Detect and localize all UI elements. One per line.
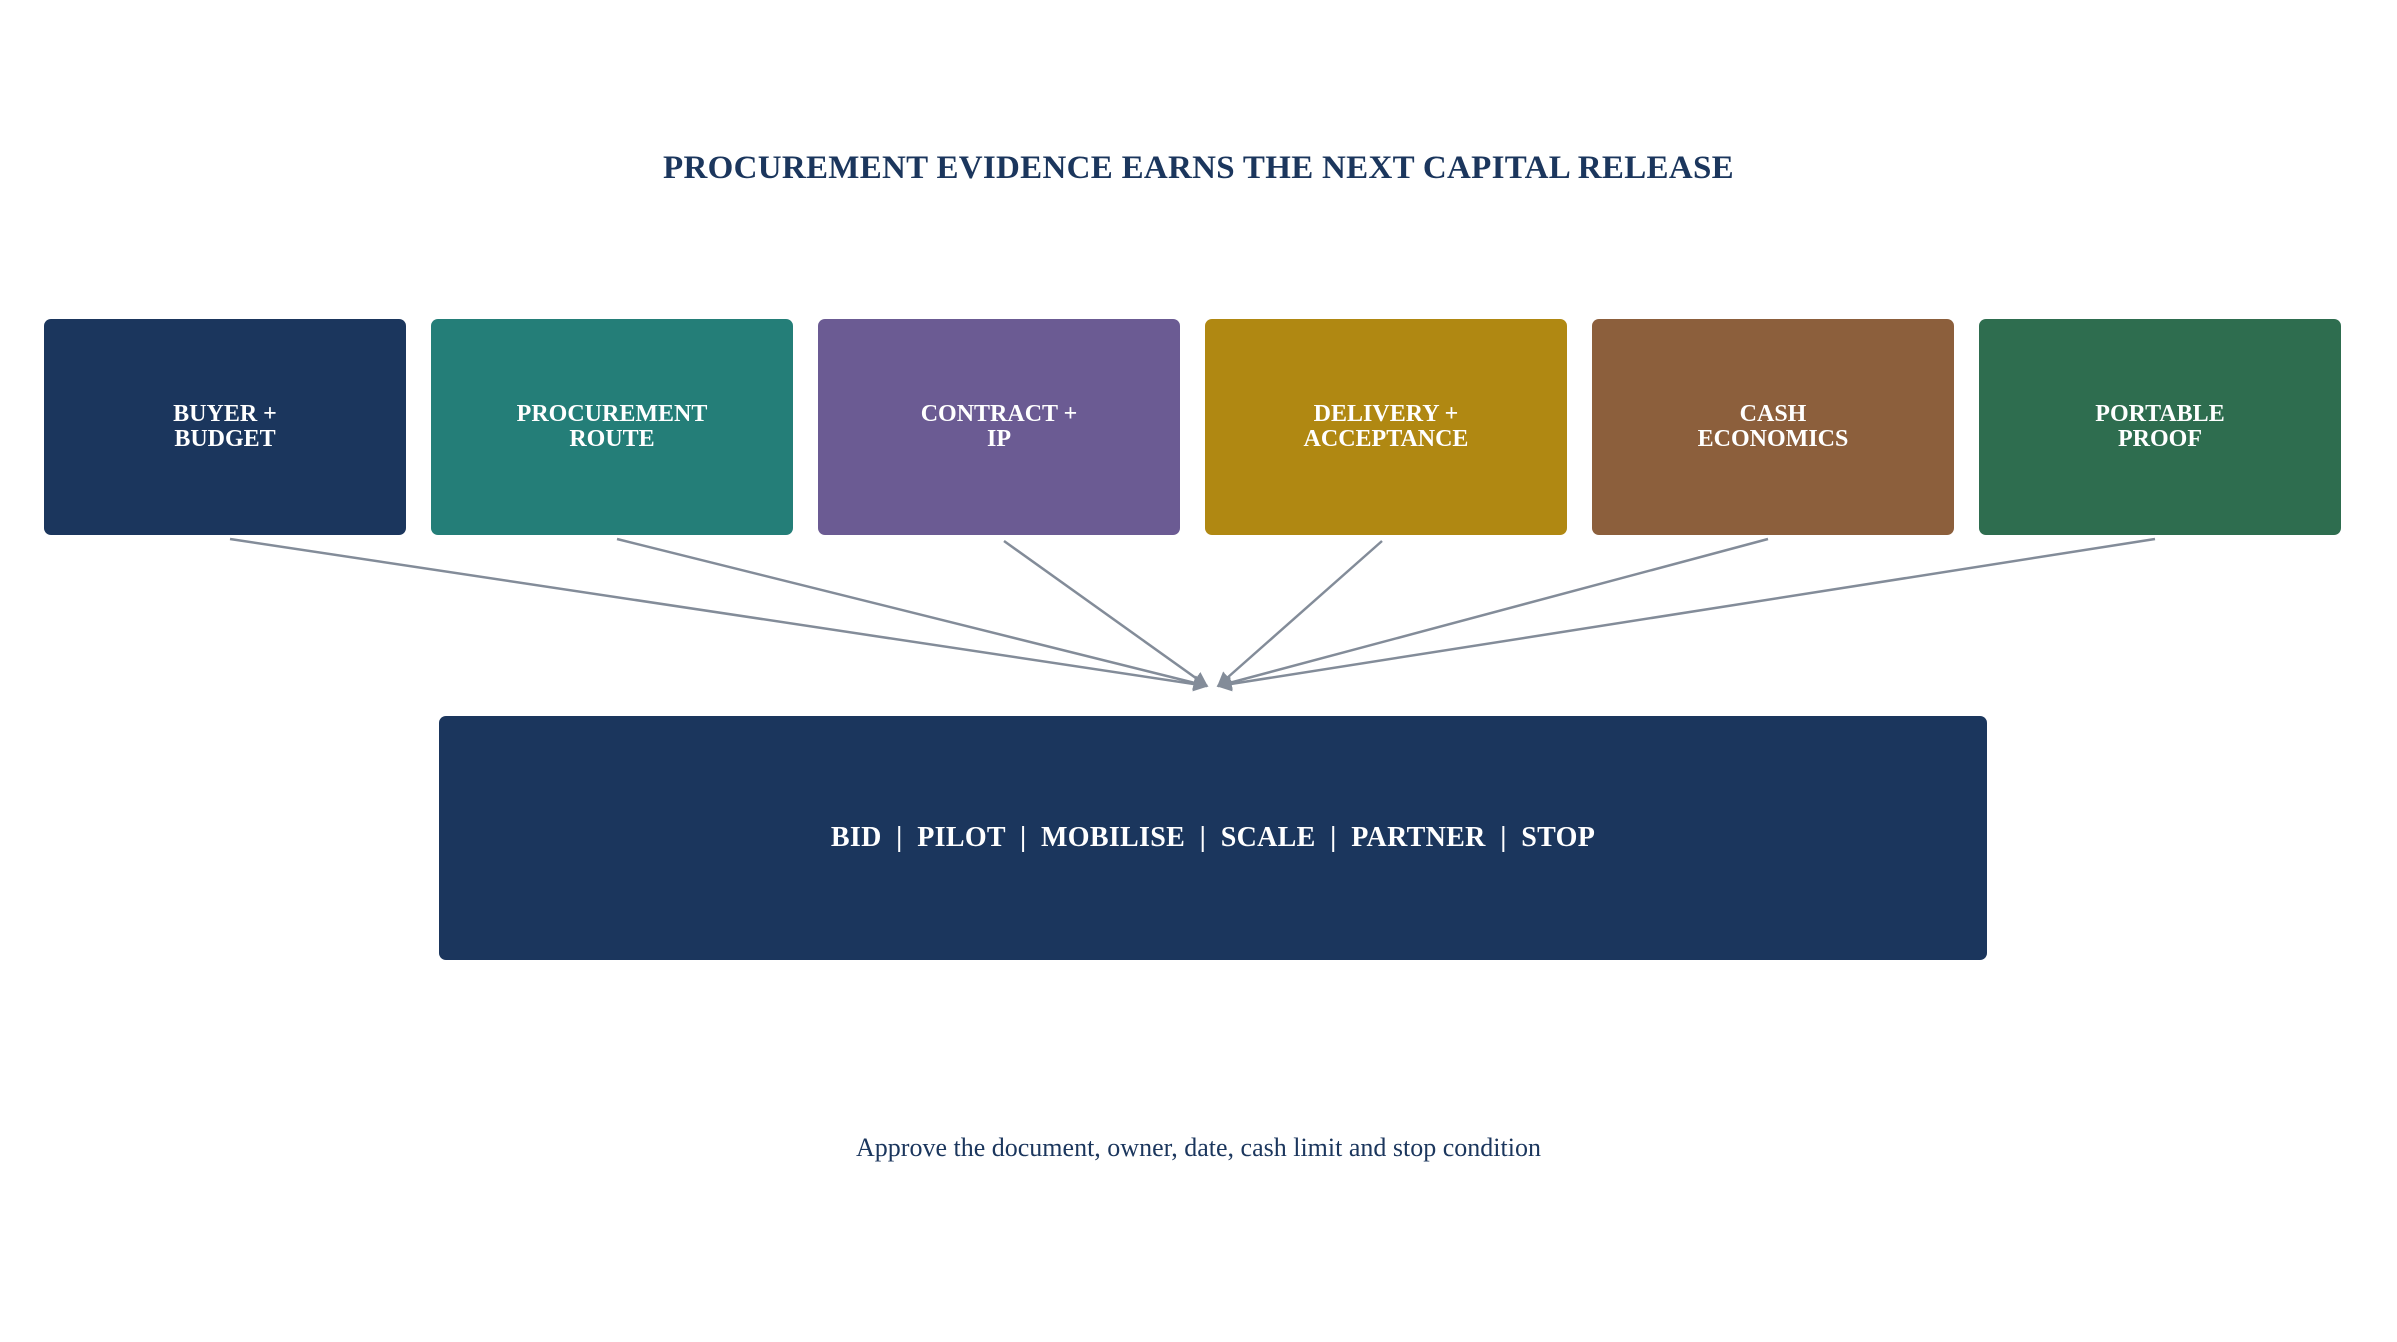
- stage-label: CONTRACT + IP: [920, 401, 1078, 452]
- stage-box-contract-ip: CONTRACT + IP: [818, 319, 1180, 535]
- decision-outcomes-box: BID | PILOT | MOBILISE | SCALE | PARTNER…: [439, 716, 1987, 960]
- stage-label: PORTABLE PROOF: [2095, 401, 2225, 452]
- stage-label: CASH ECONOMICS: [1697, 401, 1849, 452]
- stage-box-delivery-acceptance: DELIVERY + ACCEPTANCE: [1205, 319, 1567, 535]
- page-title: PROCUREMENT EVIDENCE EARNS THE NEXT CAPI…: [663, 150, 1734, 186]
- stage-label: BUYER + BUDGET: [173, 401, 277, 452]
- arrow-from-contract-ip: [1003, 539, 1209, 688]
- arrow-from-delivery-acceptance: [1216, 540, 1383, 687]
- stage-label: PROCUREMENT ROUTE: [516, 401, 708, 452]
- stage-box-procurement-route: PROCUREMENT ROUTE: [431, 319, 793, 535]
- arrow-from-portable-proof: [1216, 537, 2156, 692]
- decision-outcomes-label: BID | PILOT | MOBILISE | SCALE | PARTNER…: [830, 822, 1596, 853]
- stage-box-buyer-budget: BUYER + BUDGET: [44, 319, 406, 535]
- footer-caption: Approve the document, owner, date, cash …: [856, 1133, 1541, 1162]
- arrow-from-buyer-budget: [229, 537, 1209, 692]
- arrow-from-procurement-route: [616, 537, 1209, 691]
- arrow-from-cash-economics: [1216, 537, 1769, 690]
- stage-box-cash-economics: CASH ECONOMICS: [1592, 319, 1954, 535]
- stage-label: DELIVERY + ACCEPTANCE: [1303, 401, 1469, 452]
- stage-box-portable-proof: PORTABLE PROOF: [1979, 319, 2341, 535]
